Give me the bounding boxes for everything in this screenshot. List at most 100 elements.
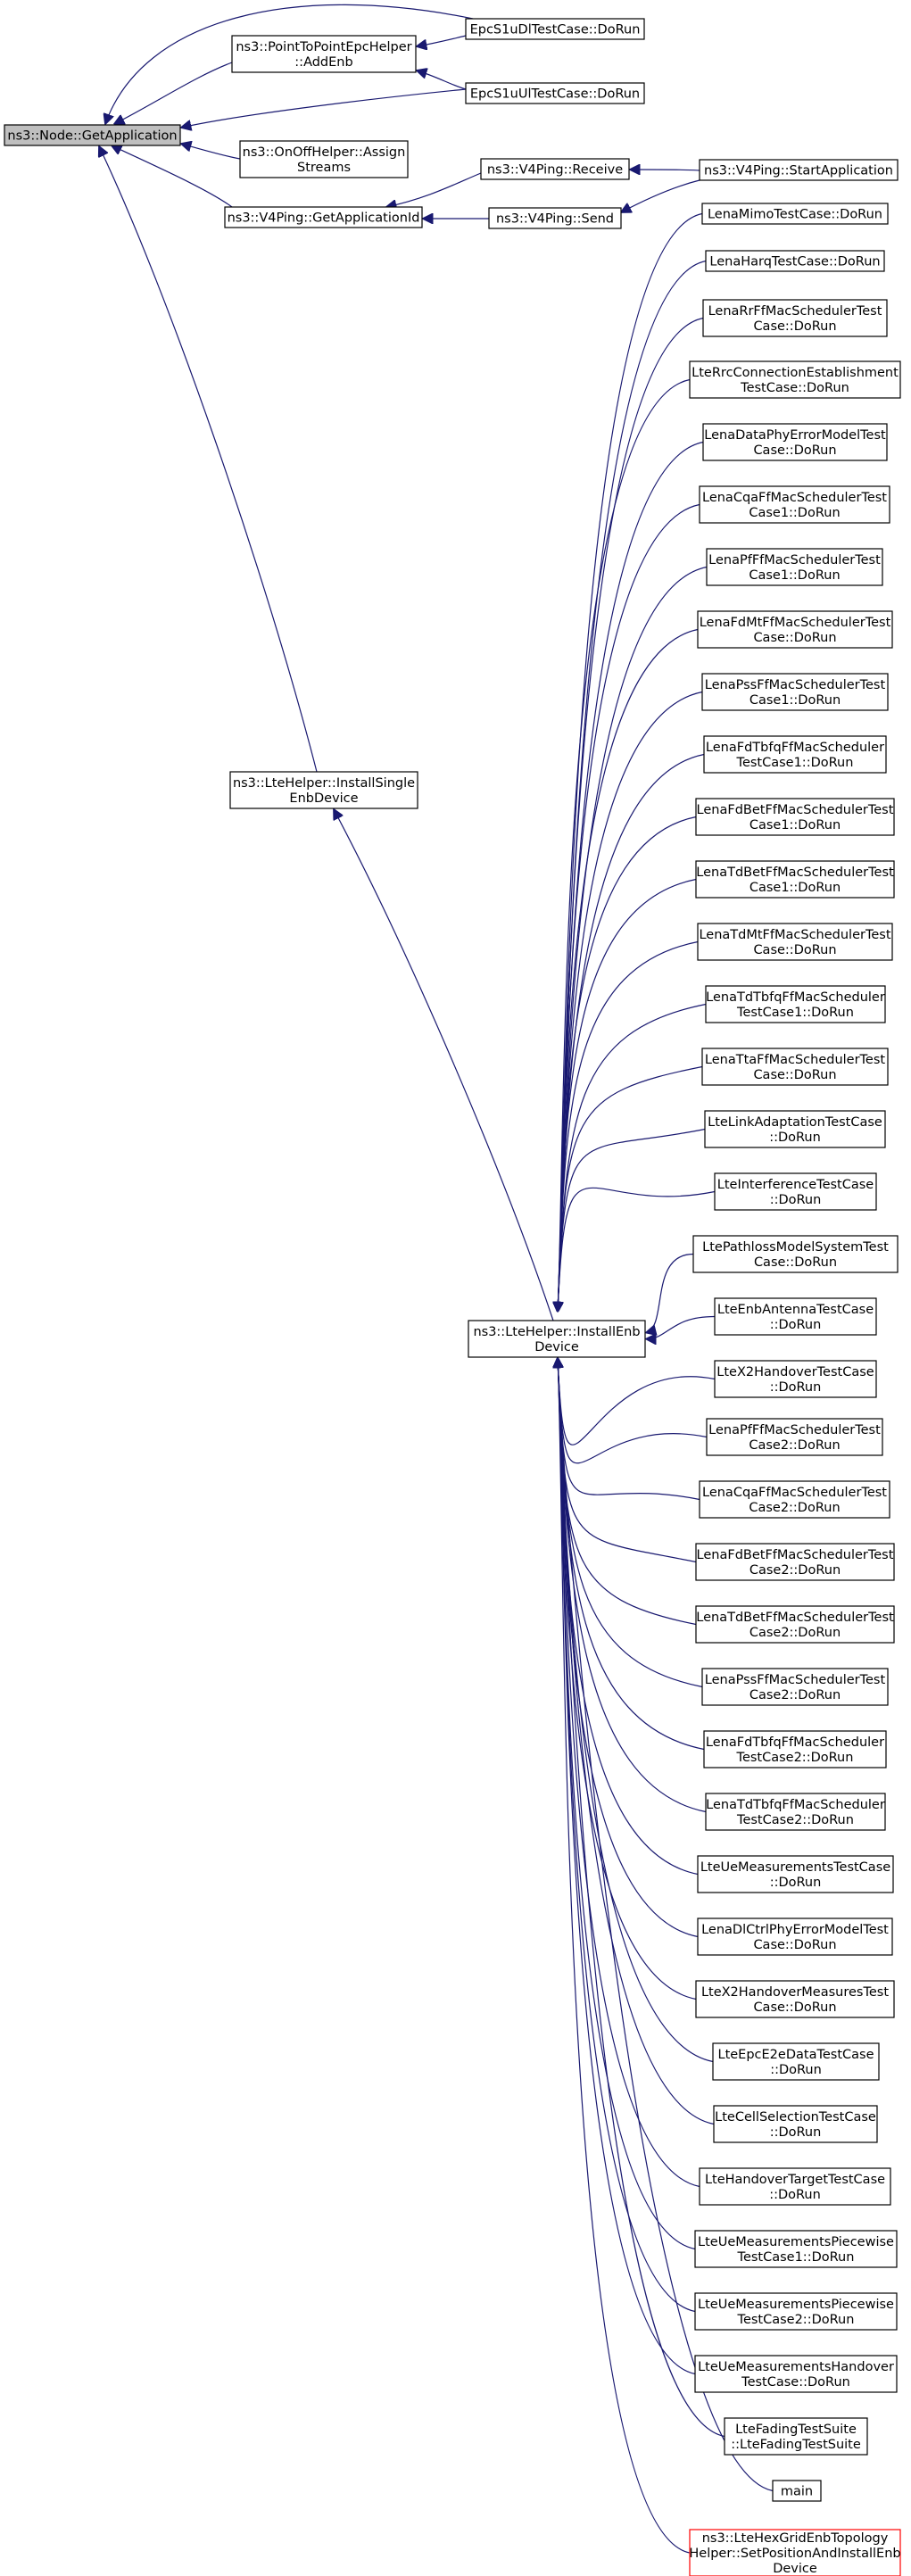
- node-c37[interactable]: LteFadingTestSuite::LteFadingTestSuite: [724, 2417, 868, 2456]
- edge-epcUl-to-p2pAddEnb: [417, 70, 467, 90]
- node-label: Case1::DoRun: [749, 568, 840, 583]
- node-label: LenaCqaFfMacSchedulerTest: [702, 1486, 887, 1500]
- node-v4start[interactable]: ns3::V4Ping::StartApplication: [699, 159, 899, 181]
- node-box: [702, 423, 888, 461]
- node-p2pAddEnb[interactable]: ns3::PointToPointEpcHelper::AddEnb: [231, 35, 417, 73]
- node-box: [224, 206, 423, 228]
- node-label: Case::DoRun: [754, 1255, 837, 1270]
- node-label: TestCase1::DoRun: [736, 1006, 854, 1020]
- edge-c18-to-installEnb: [646, 1253, 694, 1333]
- edge-layer: [99, 4, 774, 2554]
- node-label: ::DoRun: [769, 1131, 821, 1145]
- node-label: EnbDevice: [289, 791, 358, 806]
- node-c32[interactable]: LteCellSelectionTestCase::DoRun: [713, 2105, 878, 2143]
- node-label: TestCase::DoRun: [741, 2375, 850, 2390]
- node-box: [714, 1360, 877, 1398]
- node-label: LenaTdBetFfMacSchedulerTest: [696, 866, 894, 880]
- node-c34[interactable]: LteUeMeasurementsPiecewiseTestCase1::DoR…: [694, 2230, 898, 2268]
- node-v4recv[interactable]: ns3::V4Ping::Receive: [480, 158, 630, 180]
- node-getapp[interactable]: ns3::Node::GetApplication: [4, 124, 181, 146]
- node-label: LenaPfFfMacSchedulerTest: [708, 1423, 881, 1437]
- node-box: [694, 2355, 898, 2393]
- edge-v4recv-to-v4getid: [386, 172, 482, 207]
- node-c19[interactable]: LteEnbAntennaTestCase::DoRun: [714, 1297, 877, 1336]
- edge-installSingle-to-getapp: [99, 146, 318, 773]
- node-c4[interactable]: LteRrcConnectionEstablishmentTestCase::D…: [689, 360, 901, 399]
- node-label: LenaCqaFfMacSchedulerTest: [702, 491, 887, 505]
- node-c33[interactable]: LteHandoverTargetTestCase::DoRun: [699, 2167, 891, 2206]
- node-c2[interactable]: LenaHarqTestCase::DoRun: [705, 250, 885, 272]
- edge-c2-to-installEnb: [558, 260, 707, 1313]
- node-label: ::DoRun: [770, 2125, 822, 2140]
- node-box: [714, 1297, 877, 1336]
- node-box: [702, 299, 888, 337]
- node-label: Case1::DoRun: [750, 693, 841, 708]
- node-c31[interactable]: LteEpcE2eDataTestCase::DoRun: [712, 2042, 880, 2081]
- node-label: LenaFdBetFfMacSchedulerTest: [697, 803, 894, 817]
- node-c17[interactable]: LteInterferenceTestCase::DoRun: [714, 1172, 877, 1211]
- node-box: [692, 1235, 899, 1273]
- node-layer: ns3::Node::GetApplication ns3::PointToPoi…: [4, 18, 901, 2576]
- node-epcUl[interactable]: EpcS1uUlTestCase::DoRun: [465, 82, 645, 104]
- edge-c19-to-installEnb: [646, 1315, 716, 1339]
- edge-epcDl-to-getapp: [105, 4, 474, 124]
- node-box: [699, 2167, 891, 2206]
- node-box: [705, 1793, 886, 1831]
- node-c20[interactable]: LteX2HandoverTestCase::DoRun: [714, 1360, 877, 1398]
- node-c35[interactable]: LteUeMeasurementsPiecewiseTestCase2::DoR…: [694, 2292, 898, 2331]
- node-c38[interactable]: main: [772, 2480, 822, 2502]
- node-label: ::DoRun: [770, 1318, 822, 1332]
- edge-p2pAddEnb-to-getapp: [114, 62, 233, 124]
- node-label: Case::DoRun: [753, 1938, 836, 1952]
- node-c39[interactable]: ns3::LteHexGridEnbTopologyHelper::SetPos…: [689, 2529, 901, 2576]
- node-box: [689, 2529, 901, 2576]
- node-label: TestCase2::DoRun: [737, 2313, 855, 2327]
- node-box: [704, 1110, 886, 1148]
- node-v4getid[interactable]: ns3::V4Ping::GetApplicationId: [224, 206, 423, 228]
- node-v4send[interactable]: ns3::V4Ping::Send: [488, 207, 622, 229]
- node-box: [703, 735, 887, 774]
- node-box: [239, 140, 409, 178]
- node-label: ns3::V4Ping::GetApplicationId: [228, 211, 420, 226]
- node-box: [697, 1918, 893, 1956]
- node-box: [712, 2042, 880, 2081]
- edge-v4start-to-v4send: [621, 179, 700, 212]
- node-c16[interactable]: LteLinkAdaptationTestCase::DoRun: [704, 1110, 886, 1148]
- node-c28[interactable]: LteUeMeasurementsTestCase::DoRun: [697, 1855, 894, 1893]
- node-label: LenaTdMtFfMacSchedulerTest: [699, 928, 890, 942]
- node-c1[interactable]: LenaMimoTestCase::DoRun: [701, 203, 889, 225]
- node-box: [231, 35, 417, 73]
- node-label: Case::DoRun: [753, 2000, 836, 2015]
- node-label: ns3::LteHelper::InstallEnb: [473, 1325, 640, 1339]
- node-box: [706, 1418, 883, 1456]
- node-epcDl[interactable]: EpcS1uDlTestCase::DoRun: [465, 18, 645, 40]
- node-label: ::DoRun: [769, 2188, 821, 2202]
- node-label: main: [781, 2485, 813, 2499]
